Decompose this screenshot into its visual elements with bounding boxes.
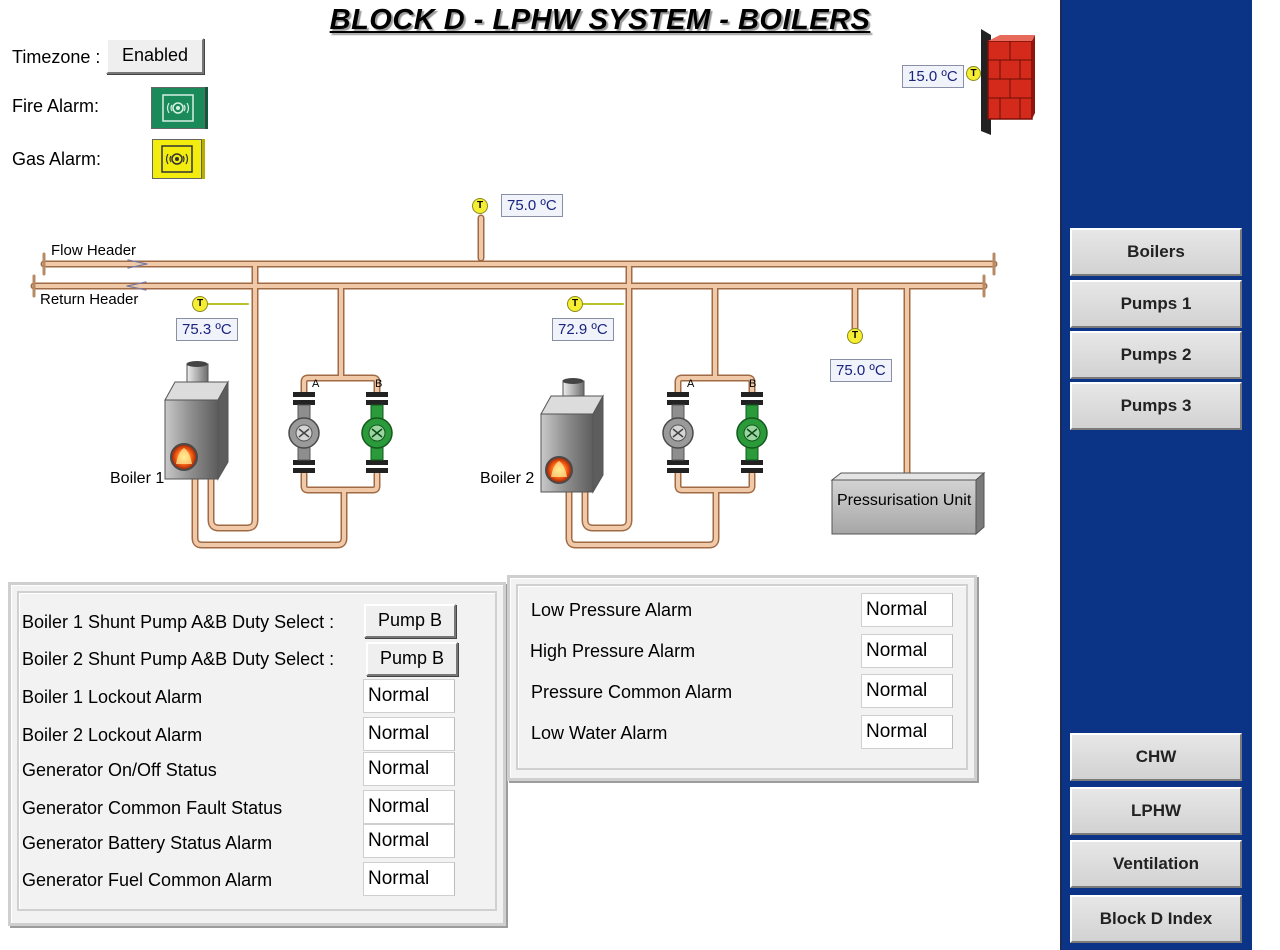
nav-pumps-1-button[interactable]: Pumps 1 xyxy=(1070,280,1242,328)
flow-temp-sensor-icon: T xyxy=(472,198,488,214)
boiler-status-panel-inner xyxy=(17,591,497,911)
boiler-2-temp-sensor-icon: T xyxy=(567,296,583,312)
timezone-label: Timezone : xyxy=(12,47,101,67)
alarm-bell-icon xyxy=(162,94,194,122)
outside-temp-value: 15.0 ºC xyxy=(902,65,964,88)
boiler-1-lockout-alarm-value: Normal xyxy=(363,679,455,713)
boiler-1-duty-select-label: Boiler 1 Shunt Pump A&B Duty Select : xyxy=(22,612,335,632)
generator-fuel-alarm-label: Generator Fuel Common Alarm xyxy=(22,870,273,890)
low-pressure-alarm-label: Low Pressure Alarm xyxy=(531,600,693,620)
fire-alarm-indicator[interactable] xyxy=(151,87,205,129)
boiler-1-pump-a xyxy=(288,392,320,473)
pressure-alarm-panel-inner xyxy=(516,584,968,770)
low-water-alarm-label: Low Water Alarm xyxy=(531,723,668,743)
boiler-1-duty-select-button[interactable]: Pump B xyxy=(364,604,456,638)
alarm-bell-icon xyxy=(161,145,193,173)
nav-chw-button[interactable]: CHW xyxy=(1070,733,1242,781)
nav-ventilation-button[interactable]: Ventilation xyxy=(1070,840,1242,888)
boiler-2-duty-select-label: Boiler 2 Shunt Pump A&B Duty Select : xyxy=(22,649,335,669)
generator-common-fault-label: Generator Common Fault Status xyxy=(22,798,283,818)
pressure-common-alarm-label: Pressure Common Alarm xyxy=(531,682,733,702)
nav-pumps-2-button[interactable]: Pumps 2 xyxy=(1070,331,1242,379)
high-pressure-alarm-value: Normal xyxy=(861,634,953,668)
outside-temp-sensor-icon: T xyxy=(966,66,981,81)
boiler-2-lockout-alarm-label: Boiler 2 Lockout Alarm xyxy=(22,725,203,745)
nav-block-d-index-button[interactable]: Block D Index xyxy=(1070,895,1242,943)
pressurisation-temp-value: 75.0 ºC xyxy=(830,359,892,382)
generator-battery-alarm-value: Normal xyxy=(363,824,455,858)
nav-lphw-button[interactable]: LPHW xyxy=(1070,787,1242,835)
generator-on-off-status-label: Generator On/Off Status xyxy=(22,760,217,780)
boiler-1-graphic xyxy=(164,361,229,481)
low-water-alarm-value: Normal xyxy=(861,715,953,749)
boiler-2-pump-a-label: A xyxy=(687,378,695,390)
boiler-1-temp-value: 75.3 ºC xyxy=(176,318,238,341)
gas-alarm-label: Gas Alarm: xyxy=(12,149,102,169)
pressure-common-alarm-value: Normal xyxy=(861,674,953,708)
timezone-button[interactable]: Enabled xyxy=(106,38,204,74)
window-edge xyxy=(1252,0,1280,950)
boiler-2-pump-b xyxy=(736,392,768,473)
boiler-2-pump-b-label: B xyxy=(749,378,757,390)
pressurisation-unit-label: Pressurisation Unit xyxy=(837,492,972,509)
nav-boilers-button[interactable]: Boilers xyxy=(1070,228,1242,276)
boiler-2-temp-value: 72.9 ºC xyxy=(552,318,614,341)
pressurisation-temp-sensor-icon: T xyxy=(847,328,863,344)
boiler-1-pump-b xyxy=(361,392,393,473)
generator-common-fault-value: Normal xyxy=(363,790,455,824)
generator-battery-alarm-label: Generator Battery Status Alarm xyxy=(22,833,273,853)
flow-temp-value: 75.0 ºC xyxy=(501,194,563,217)
nav-pumps-3-button[interactable]: Pumps 3 xyxy=(1070,382,1242,430)
fire-alarm-label: Fire Alarm: xyxy=(12,96,100,116)
gas-alarm-indicator[interactable] xyxy=(152,139,202,179)
lphw-schematic xyxy=(30,214,998,549)
outside-wall-icon xyxy=(981,29,1035,135)
high-pressure-alarm-label: High Pressure Alarm xyxy=(530,641,696,661)
main-canvas: BLOCK D - LPHW SYSTEM - BOILERS Timezone… xyxy=(8,4,1035,926)
boiler-1-pump-a-label: A xyxy=(312,378,320,390)
return-header-label: Return Header xyxy=(40,291,139,308)
boiler-2-pump-a xyxy=(662,392,694,473)
low-pressure-alarm-value: Normal xyxy=(861,593,953,627)
boiler-1-temp-sensor-icon: T xyxy=(192,296,208,312)
pressurisation-unit-graphic xyxy=(830,471,986,536)
boiler-1-pump-b-label: B xyxy=(375,378,383,390)
navigation-sidebar: Boilers Pumps 1 Pumps 2 Pumps 3 CHW LPHW… xyxy=(1060,0,1252,950)
boiler-1-label: Boiler 1 xyxy=(110,470,165,487)
boiler-2-label: Boiler 2 xyxy=(480,470,535,487)
page-title: BLOCK D - LPHW SYSTEM - BOILERS xyxy=(329,4,871,36)
boiler-2-graphic xyxy=(540,378,604,494)
boiler-2-duty-select-button[interactable]: Pump B xyxy=(366,642,458,676)
flow-header-label: Flow Header xyxy=(51,242,137,259)
boiler-2-lockout-alarm-value: Normal xyxy=(363,717,455,751)
boiler-1-lockout-alarm-label: Boiler 1 Lockout Alarm xyxy=(22,687,203,707)
generator-on-off-status-value: Normal xyxy=(363,752,455,786)
generator-fuel-alarm-value: Normal xyxy=(363,862,455,896)
